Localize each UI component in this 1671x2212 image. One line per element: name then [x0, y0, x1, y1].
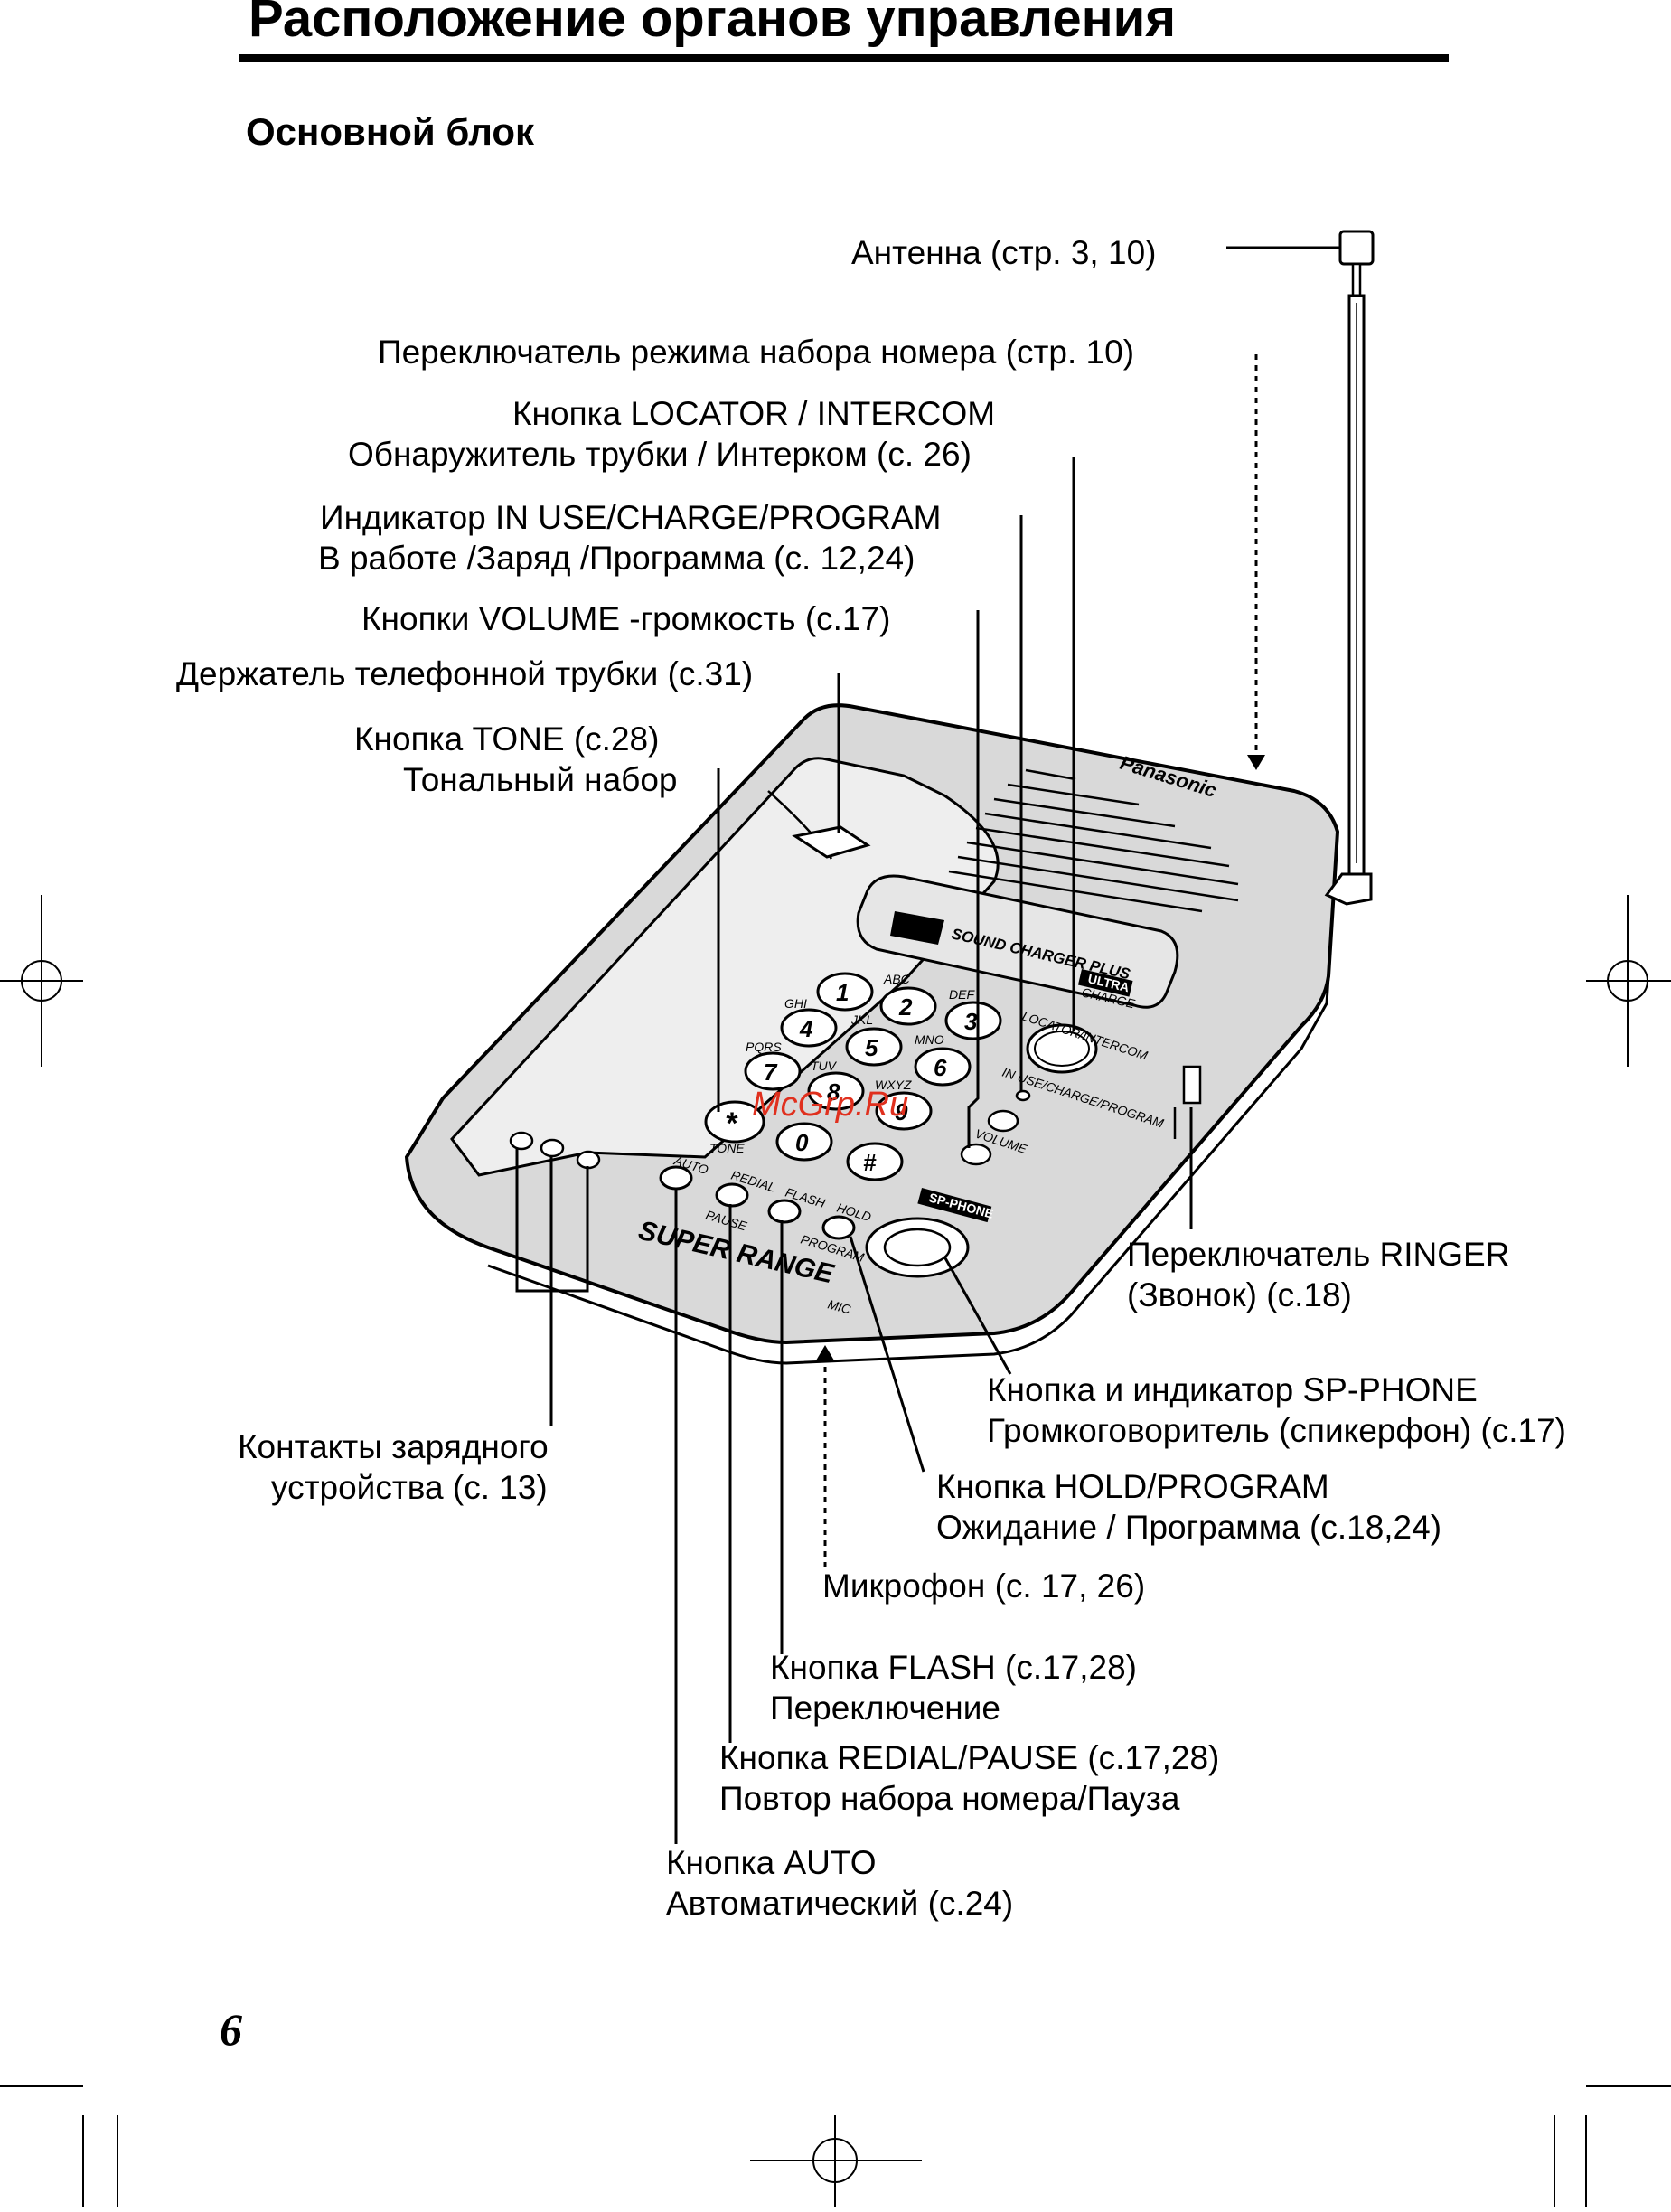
label-tone-2: Тональный набор	[403, 761, 678, 798]
svg-text:9: 9	[895, 1098, 908, 1125]
svg-text:*: *	[725, 1106, 738, 1141]
label-antenna: Антенна (стр. 3, 10)	[851, 234, 1156, 271]
volume-buttons[interactable]	[960, 1109, 1019, 1166]
flash-button[interactable]	[767, 1199, 802, 1224]
locator-intercom-button[interactable]	[1026, 1023, 1098, 1074]
label-hold-1: Кнопка HOLD/PROGRAM	[936, 1468, 1329, 1505]
in-use-indicator	[1015, 1089, 1031, 1102]
mic-key-label: MIC	[826, 1296, 853, 1316]
sp-phone-button[interactable]	[865, 1217, 970, 1278]
label-flash-1: Кнопка FLASH (с.17,28)	[770, 1649, 1137, 1686]
letters-abc: ABC	[883, 972, 911, 986]
svg-text:0: 0	[795, 1129, 809, 1156]
label-holder: Держатель телефонной трубки (с.31)	[176, 655, 753, 692]
svg-text:8: 8	[827, 1078, 840, 1106]
label-mic: Микрофон (с. 17, 26)	[822, 1567, 1145, 1605]
tone-key-label: TONE	[709, 1141, 745, 1155]
label-locator-1: Кнопка LOCATOR / INTERCOM	[512, 395, 995, 432]
svg-text:2: 2	[898, 993, 913, 1021]
key-0[interactable]: 0	[775, 1122, 833, 1162]
label-indicator-2: В работе /Заряд /Программа (с. 12,24)	[318, 540, 915, 577]
label-auto-1: Кнопка AUTO	[666, 1844, 877, 1881]
label-flash-2: Переключение	[770, 1690, 1000, 1727]
svg-text:6: 6	[934, 1054, 947, 1081]
title-rule	[239, 54, 1449, 62]
tone-key[interactable]: *	[704, 1100, 765, 1144]
svg-text:#: #	[863, 1149, 877, 1176]
handset-cradle	[450, 757, 1000, 1177]
charge-contacts	[509, 1131, 601, 1170]
crop-marks	[0, 895, 1671, 2207]
watermark: McGrp.Ru	[752, 1086, 908, 1124]
key-8[interactable]: 8	[807, 1071, 865, 1111]
section-subtitle: Основной блок	[246, 110, 535, 153]
label-ringer-2: (Звонок) (с.18)	[1127, 1276, 1352, 1313]
handset-holder	[792, 825, 871, 859]
label-contacts-2: устройства (с. 13)	[271, 1469, 548, 1506]
ringer-switch[interactable]	[1182, 1065, 1202, 1105]
callout-labels: Антенна (стр. 3, 10) Переключатель режим…	[176, 234, 1566, 1922]
leader-lines	[515, 246, 1340, 1844]
antenna	[1324, 230, 1375, 906]
letters-def: DEF	[949, 987, 975, 1002]
label-dial-mode: Переключатель режима набора номера (стр.…	[378, 334, 1134, 371]
letters-tuv: TUV	[811, 1059, 838, 1073]
label-contacts-1: Контакты зарядного	[238, 1428, 549, 1465]
key-3[interactable]: 3	[944, 1001, 1002, 1040]
label-locator-2: Обнаружитель трубки / Интерком (с. 26)	[348, 436, 972, 473]
key-5[interactable]: 5	[845, 1027, 903, 1067]
label-spphone-2: Громкоговоритель (спикерфон) (с.17)	[987, 1412, 1566, 1449]
svg-text:3: 3	[964, 1008, 978, 1035]
label-tone-1: Кнопка TONE (с.28)	[354, 720, 659, 758]
label-spphone-1: Кнопка и индикатор SP-PHONE	[987, 1371, 1478, 1408]
page-number: 6	[220, 2004, 242, 2055]
key-7[interactable]: 7	[744, 1051, 802, 1091]
key-1[interactable]: 1	[816, 972, 874, 1012]
ultra-badge	[1077, 969, 1133, 997]
keypad[interactable]: 1 2 3 4 5 6 7 8 9 * 0 # ABC DEF GHI JKL …	[704, 972, 1002, 1181]
svg-text:4: 4	[799, 1015, 813, 1042]
letters-mno: MNO	[915, 1032, 944, 1047]
key-9[interactable]: 9	[875, 1091, 933, 1131]
sp-phone-badge	[917, 1188, 992, 1223]
label-indicator-1: Индикатор IN USE/CHARGE/PROGRAM	[320, 499, 941, 536]
hold-program-button[interactable]	[821, 1215, 856, 1240]
letters-ghi: GHI	[784, 996, 807, 1011]
label-redial-2: Повтор набора номера/Пауза	[719, 1780, 1180, 1817]
svg-text:7: 7	[764, 1059, 778, 1086]
page-title: Расположение органов управления	[249, 0, 1176, 48]
label-volume: Кнопки VOLUME -громкость (с.17)	[361, 600, 890, 637]
letters-wxyz: WXYZ	[875, 1078, 912, 1092]
letters-pqrs: PQRS	[746, 1040, 782, 1054]
key-4[interactable]: 4	[780, 1008, 838, 1048]
key-2[interactable]: 2	[879, 986, 937, 1026]
key-hash[interactable]: #	[846, 1142, 904, 1181]
redial-pause-button[interactable]	[715, 1182, 749, 1208]
svg-text:1: 1	[836, 979, 849, 1006]
svg-text:5: 5	[865, 1034, 878, 1061]
letters-jkl: JKL	[850, 1012, 873, 1027]
label-auto-2: Автоматический (с.24)	[666, 1885, 1013, 1922]
key-6[interactable]: 6	[914, 1047, 972, 1087]
label-ringer-1: Переключатель RINGER	[1127, 1236, 1509, 1273]
base-unit-illustration: Panasonic SOUND CHARGER PLUS ULTRA CHARG…	[404, 230, 1375, 1365]
label-hold-2: Ожидание / Программа (с.18,24)	[936, 1509, 1441, 1546]
label-redial-1: Кнопка REDIAL/PAUSE (с.17,28)	[719, 1739, 1219, 1776]
